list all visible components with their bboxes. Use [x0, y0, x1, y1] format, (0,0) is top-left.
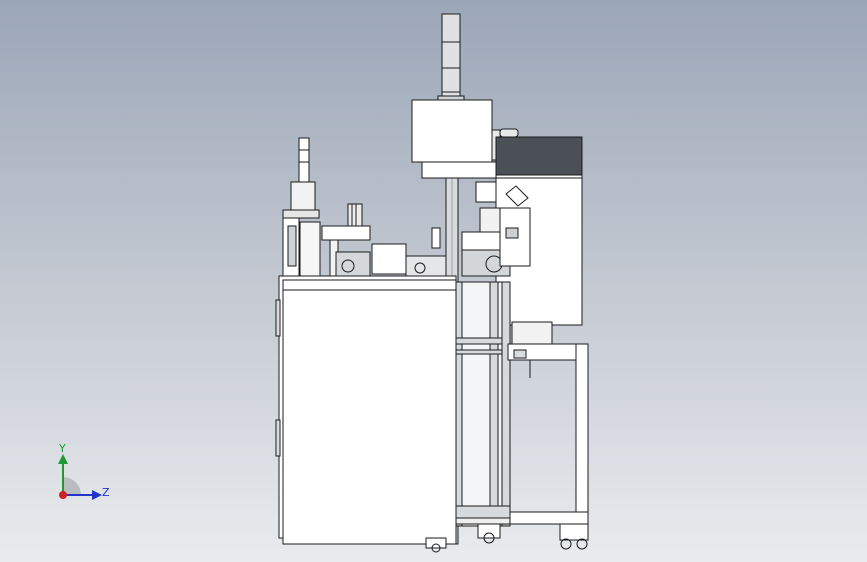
coordinate-triad[interactable]: Y Z — [46, 440, 116, 510]
z-axis-label: Z — [102, 486, 110, 499]
middle-frame — [455, 281, 511, 527]
casters — [425, 523, 589, 553]
y-axis-label: Y — [59, 442, 66, 455]
axis-triad-icon — [58, 454, 102, 500]
left-cabinet — [275, 275, 457, 545]
upper-mechanisms — [282, 137, 531, 277]
control-box — [411, 99, 501, 163]
side-table — [507, 321, 589, 529]
